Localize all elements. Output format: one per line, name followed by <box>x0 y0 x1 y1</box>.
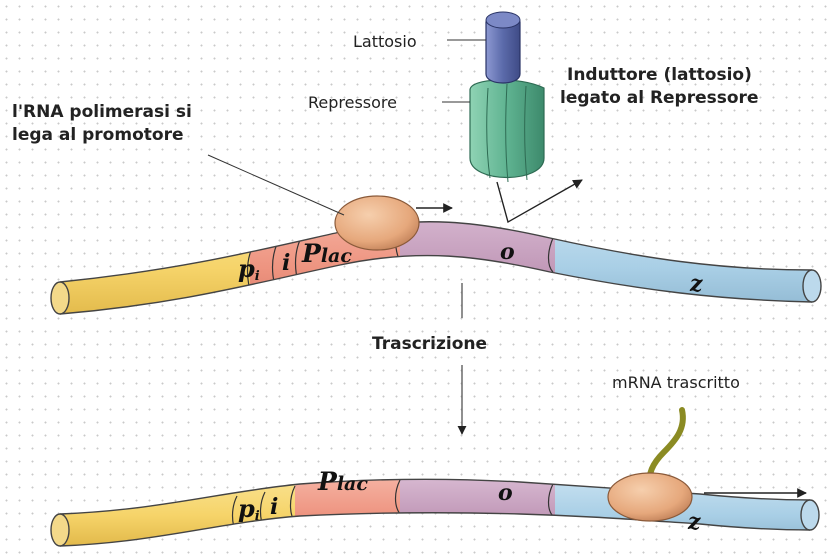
dna-top-right-end <box>803 270 821 302</box>
dna-bottom-right-end <box>801 500 819 530</box>
label-transcription: Trascrizione <box>372 334 487 354</box>
dna-bottom-segment-yellow <box>40 460 295 555</box>
dna-bottom-left-end <box>51 514 69 546</box>
gene-z-label-bottom: z <box>687 509 701 535</box>
label-rnap-line1: l'RNA polimerasi si <box>12 102 192 122</box>
label-inducer-line2: legato al Repressore <box>560 88 758 108</box>
dna-segment-yellow <box>40 180 250 340</box>
repressor-complex <box>470 12 544 182</box>
dna-bottom-segment-operator <box>400 460 555 555</box>
dna-top <box>40 180 825 340</box>
gene-z-label: z <box>689 271 703 297</box>
rnap-leader-line <box>208 155 344 215</box>
label-rnap-line2: lega al promotore <box>12 125 183 145</box>
gene-i-label: i <box>282 250 290 276</box>
rna-polymerase-bottom <box>608 473 692 521</box>
gene-i-label-bottom: i <box>270 494 278 520</box>
label-mrna: mRNA trascritto <box>612 373 740 392</box>
label-inducer-line1: Induttore (lattosio) <box>567 65 752 85</box>
gene-plac-label-bottom: Plac <box>317 467 368 496</box>
dna-segment-z <box>555 180 825 340</box>
gene-o-label: o <box>500 239 515 265</box>
gene-o-label-bottom: o <box>498 480 513 506</box>
dna-segment-operator <box>400 180 555 340</box>
dna-bottom-segment-z <box>555 460 825 555</box>
label-lactose: Lattosio <box>353 32 417 51</box>
repressor-release-arrow <box>497 180 582 222</box>
dna-bottom <box>40 460 825 555</box>
label-repressor: Repressore <box>308 93 397 112</box>
rna-polymerase-top <box>335 196 419 250</box>
dna-top-left-end <box>51 282 69 314</box>
